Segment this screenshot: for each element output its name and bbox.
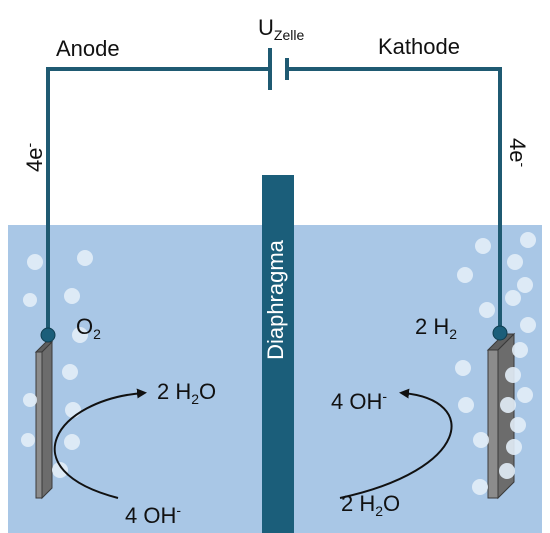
hydrogen-bubbles xyxy=(455,232,536,495)
cell-voltage-label: UZelle xyxy=(258,15,305,43)
anode-reaction-arrow xyxy=(53,388,147,499)
cathode-reaction-arrow xyxy=(339,388,453,499)
oxygen-label: O2 xyxy=(76,314,101,342)
hydroxide-left-label: 4 OH- xyxy=(125,502,182,528)
electrons-right-label: 4e- xyxy=(505,138,531,168)
hydroxide-right-label: 4 OH- xyxy=(331,388,388,414)
water-right-label: 2 H2O xyxy=(341,491,401,519)
anode-contact xyxy=(40,327,56,343)
cathode-contact xyxy=(492,325,508,341)
wire-cathode xyxy=(288,67,502,330)
anode-electrode xyxy=(34,340,54,500)
diaphragm-label: Diaphragma xyxy=(263,240,288,360)
wire-anode xyxy=(46,67,268,330)
diaphragm xyxy=(262,175,294,533)
cathode-label: Kathode xyxy=(378,34,460,59)
anode-label: Anode xyxy=(56,36,120,61)
cathode-electrode xyxy=(486,332,516,500)
oxygen-bubbles xyxy=(21,250,93,478)
water-left-label: 2 H2O xyxy=(157,379,217,407)
electrons-left-label: 4e- xyxy=(21,142,47,172)
hydrogen-label: 2 H2 xyxy=(415,314,458,342)
